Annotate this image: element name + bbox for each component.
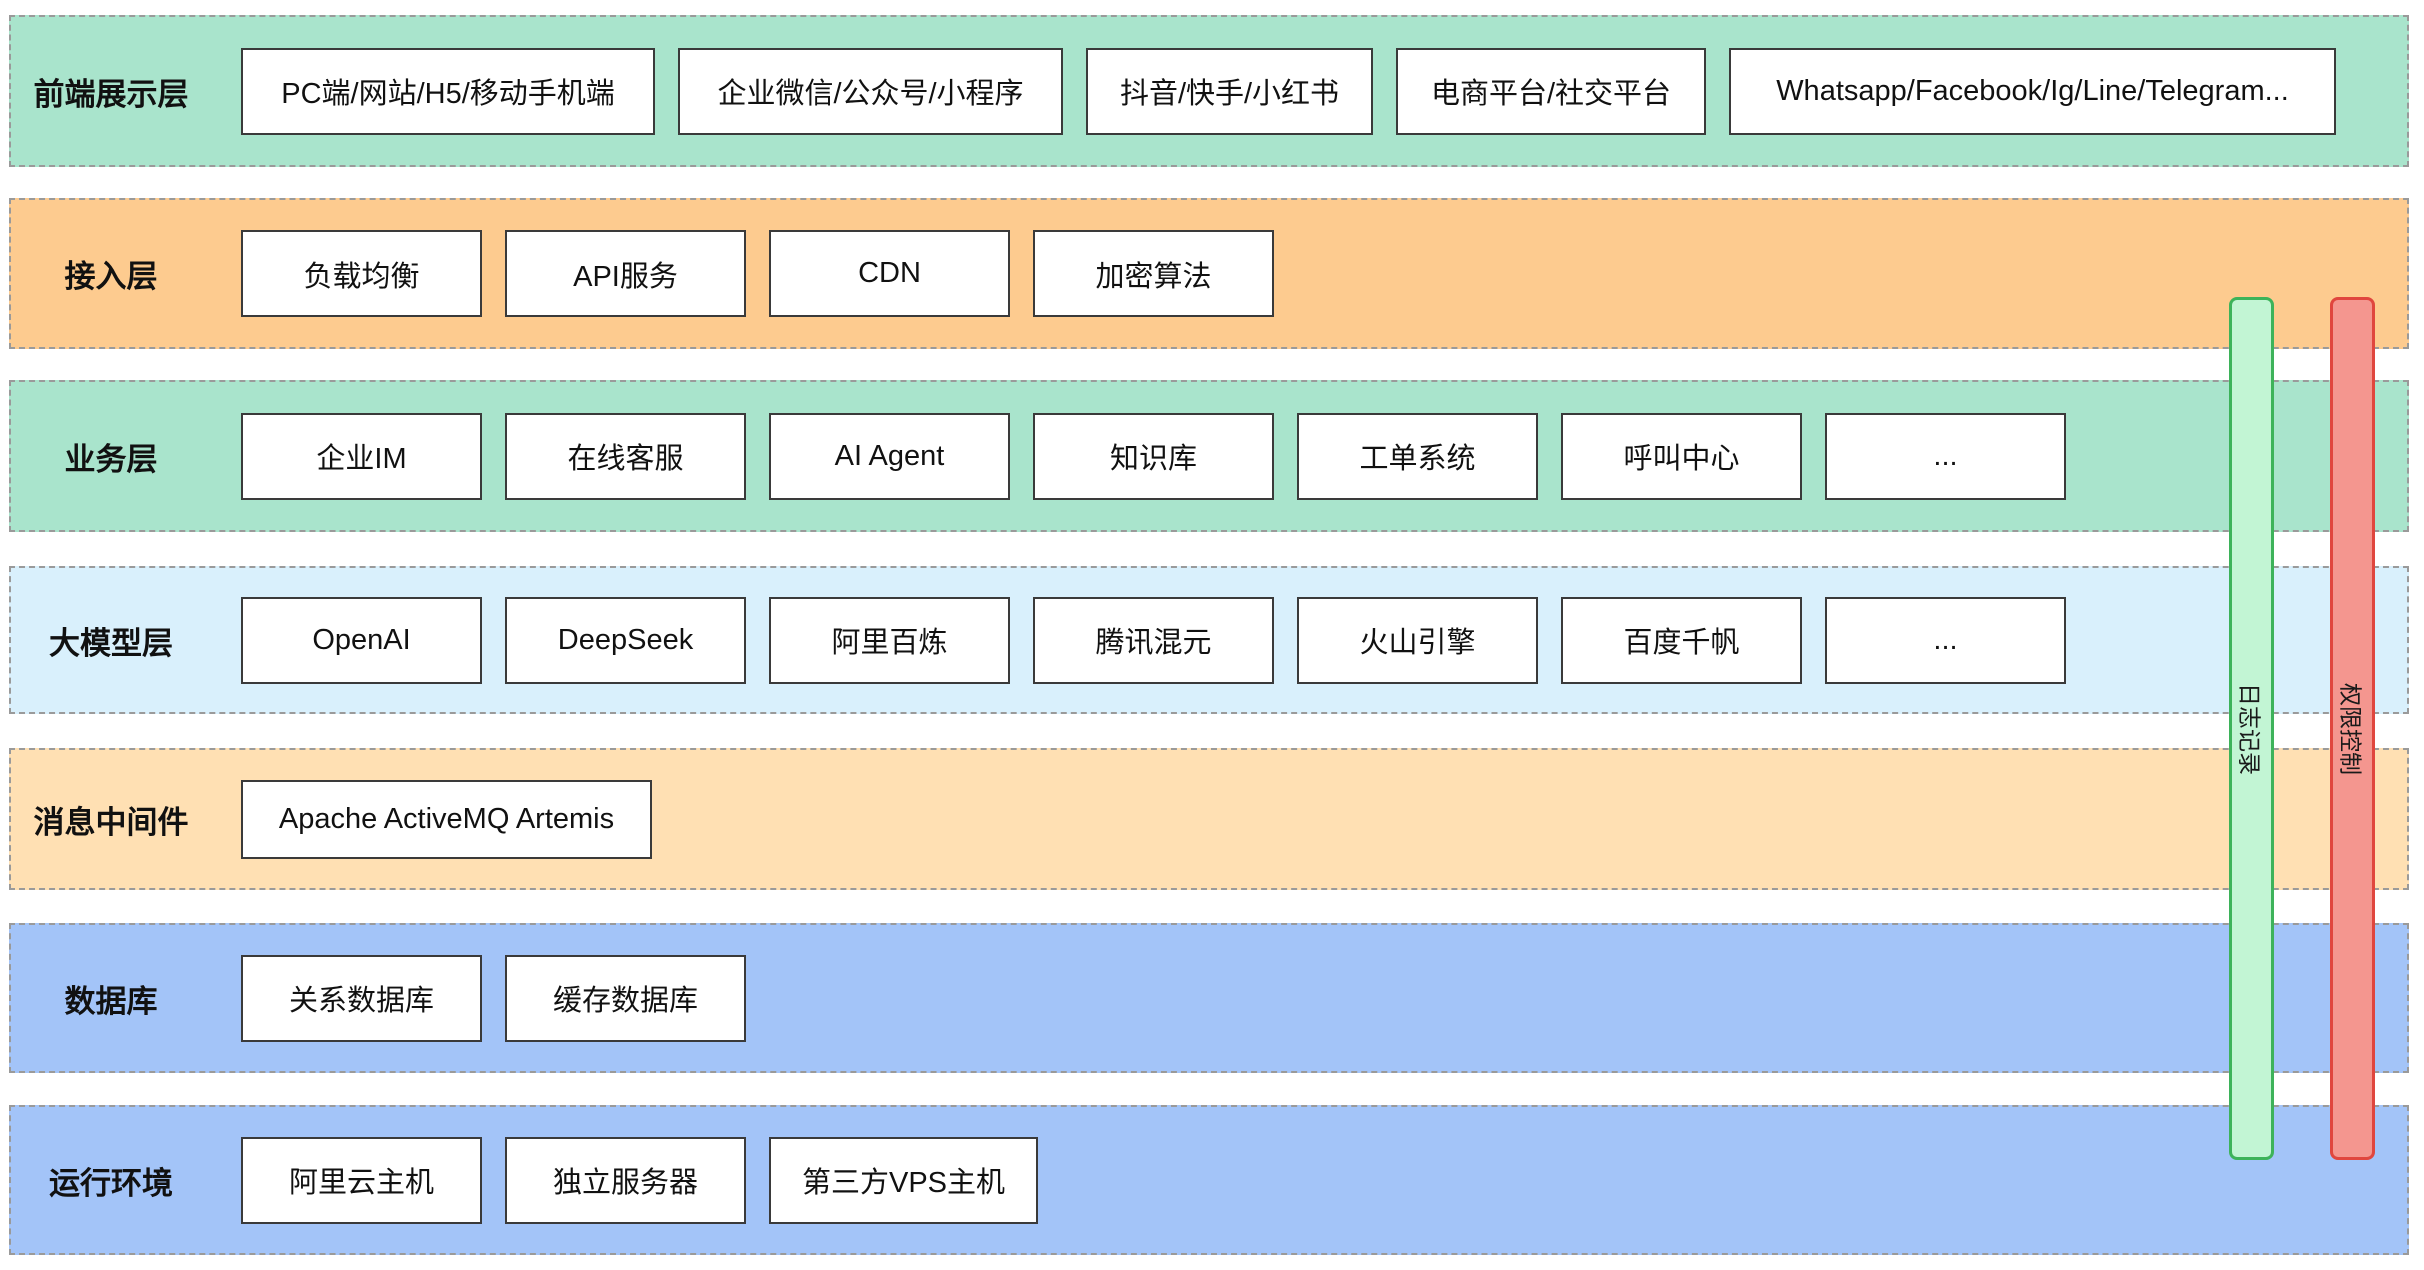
item-activemq-artemis: Apache ActiveMQ Artemis bbox=[241, 779, 652, 859]
item-online-customer-service: 在线客服 bbox=[505, 412, 746, 500]
item-api-service: API服务 bbox=[505, 230, 746, 317]
frontend-display-items: PC端/网站/H5/移动手机端 企业微信/公众号/小程序 抖音/快手/小红书 电… bbox=[241, 17, 2336, 165]
logging-bar: 日志记录 bbox=[2229, 297, 2274, 1160]
layer-label-business: 业务层 bbox=[64, 441, 158, 477]
layer-label-llm: 大模型层 bbox=[49, 625, 173, 661]
logging-label: 日志记录 bbox=[2236, 682, 2263, 775]
layer-label-message-middleware: 消息中间件 bbox=[33, 804, 189, 840]
layer-business: 业务层 企业IM 在线客服 AI Agent 知识库 工单系统 呼叫中心 ... bbox=[9, 380, 2409, 532]
item-cache-database: 缓存数据库 bbox=[505, 954, 746, 1042]
item-ecommerce-social-platform: 电商平台/社交平台 bbox=[1396, 47, 1706, 135]
item-knowledge-base: 知识库 bbox=[1033, 412, 1274, 500]
access-control-bar: 权限控制 bbox=[2330, 297, 2375, 1160]
item-enterprise-im: 企业IM bbox=[241, 412, 482, 500]
database-items: 关系数据库 缓存数据库 bbox=[241, 925, 746, 1071]
access-control-label: 权限控制 bbox=[2337, 682, 2364, 775]
layer-access: 接入层 负载均衡 API服务 CDN 加密算法 bbox=[9, 198, 2409, 349]
item-dedicated-server: 独立服务器 bbox=[505, 1136, 746, 1224]
item-douyin-kuaishou-xiaohongshu: 抖音/快手/小红书 bbox=[1086, 47, 1373, 135]
item-load-balancing: 负载均衡 bbox=[241, 230, 482, 317]
item-wecom-official-miniprogram: 企业微信/公众号/小程序 bbox=[678, 47, 1063, 135]
item-overseas-social-apps: Whatsapp/Facebook/Ig/Line/Telegram... bbox=[1729, 47, 2336, 135]
item-business-more: ... bbox=[1825, 412, 2066, 500]
item-tencent-hunyuan: 腾讯混元 bbox=[1033, 596, 1274, 684]
layer-label-runtime-environment: 运行环境 bbox=[49, 1165, 173, 1201]
layer-label-access: 接入层 bbox=[64, 259, 158, 294]
item-call-center: 呼叫中心 bbox=[1561, 412, 1802, 500]
item-deepseek: DeepSeek bbox=[505, 596, 746, 684]
layer-database: 数据库 关系数据库 缓存数据库 bbox=[9, 923, 2409, 1073]
item-aliyun-host: 阿里云主机 bbox=[241, 1136, 482, 1224]
llm-items: OpenAI DeepSeek 阿里百炼 腾讯混元 火山引擎 百度千帆 ... bbox=[241, 568, 2066, 712]
layer-message-middleware: 消息中间件 Apache ActiveMQ Artemis bbox=[9, 748, 2409, 890]
layer-frontend-display: 前端展示层 PC端/网站/H5/移动手机端 企业微信/公众号/小程序 抖音/快手… bbox=[9, 15, 2409, 167]
runtime-environment-items: 阿里云主机 独立服务器 第三方VPS主机 bbox=[241, 1107, 1038, 1253]
item-aliyun-bailian: 阿里百炼 bbox=[769, 596, 1010, 684]
item-ticket-system: 工单系统 bbox=[1297, 412, 1538, 500]
layer-label-frontend-display: 前端展示层 bbox=[33, 76, 189, 112]
layer-label-database: 数据库 bbox=[64, 983, 158, 1019]
item-relational-database: 关系数据库 bbox=[241, 954, 482, 1042]
layer-runtime-environment: 运行环境 阿里云主机 独立服务器 第三方VPS主机 bbox=[9, 1105, 2409, 1255]
access-items: 负载均衡 API服务 CDN 加密算法 bbox=[241, 200, 1274, 347]
item-llm-more: ... bbox=[1825, 596, 2066, 684]
layer-llm: 大模型层 OpenAI DeepSeek 阿里百炼 腾讯混元 火山引擎 百度千帆… bbox=[9, 566, 2409, 714]
item-pc-web-h5-mobile: PC端/网站/H5/移动手机端 bbox=[241, 47, 655, 135]
item-ai-agent: AI Agent bbox=[769, 412, 1010, 500]
item-encryption-algorithm: 加密算法 bbox=[1033, 230, 1274, 317]
item-openai: OpenAI bbox=[241, 596, 482, 684]
item-third-party-vps: 第三方VPS主机 bbox=[769, 1136, 1038, 1224]
item-cdn: CDN bbox=[769, 230, 1010, 317]
item-baidu-qianfan: 百度千帆 bbox=[1561, 596, 1802, 684]
business-items: 企业IM 在线客服 AI Agent 知识库 工单系统 呼叫中心 ... bbox=[241, 382, 2066, 530]
message-middleware-items: Apache ActiveMQ Artemis bbox=[241, 750, 652, 888]
item-volcano-engine: 火山引擎 bbox=[1297, 596, 1538, 684]
